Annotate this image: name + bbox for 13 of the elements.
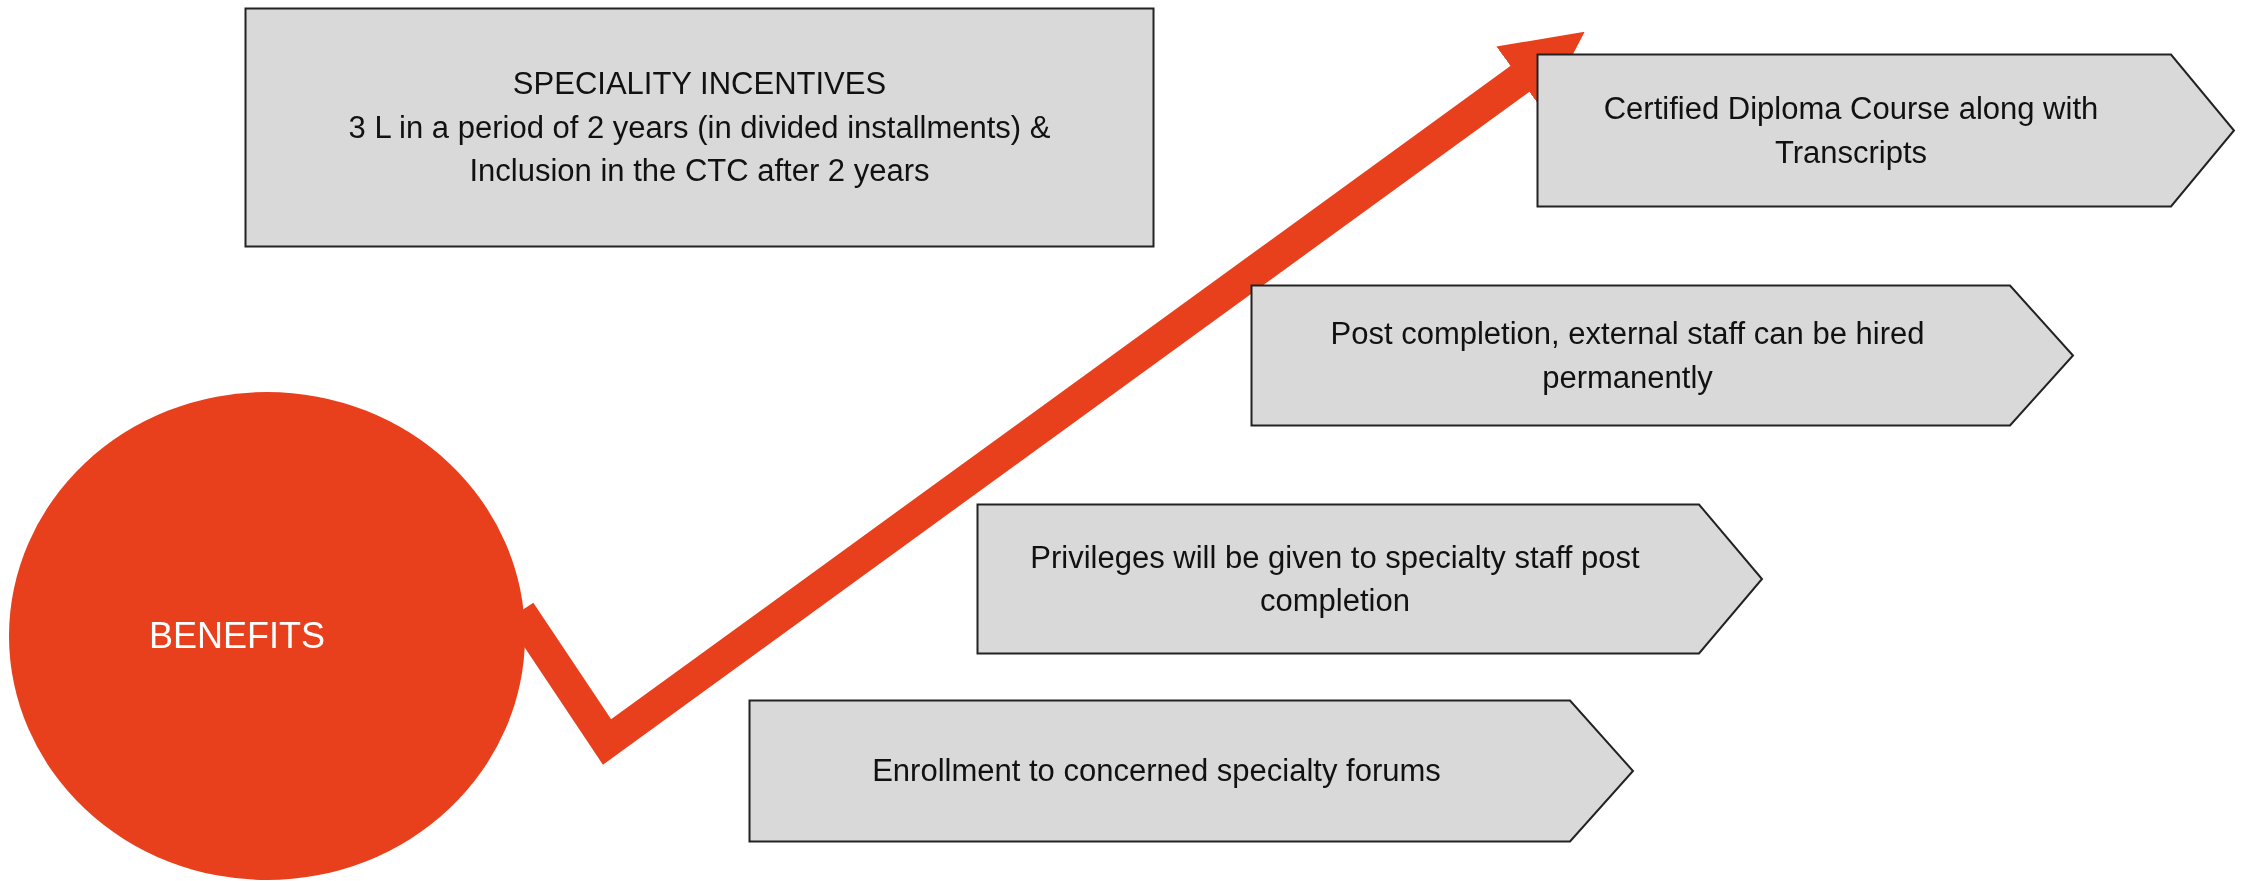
box-text: 3 L in a period of 2 years (in divided installments) & Inclusion in the CTC after 2 years — [347, 108, 1052, 191]
benefit-arrow-box — [976, 503, 1764, 655]
circle-label: BENEFITS — [149, 613, 325, 658]
box-text: Post completion, external staff can be hired permanently — [1329, 315, 1926, 397]
box-text: Enrollment to concerned specialty forums — [872, 752, 1441, 791]
box-heading: SPECIALITY INCENTIVES — [512, 65, 887, 104]
benefit-arrow-box — [1250, 284, 2075, 427]
box-text: Privileges will be given to specialty staff post completion — [1029, 538, 1641, 620]
box-text: Certified Diploma Course along with Transcripts — [1602, 90, 2100, 172]
benefit-arrow-box — [1536, 53, 2236, 208]
benefits-circle — [9, 392, 525, 880]
incentive-box — [244, 7, 1155, 248]
benefit-arrow-box — [748, 699, 1635, 843]
